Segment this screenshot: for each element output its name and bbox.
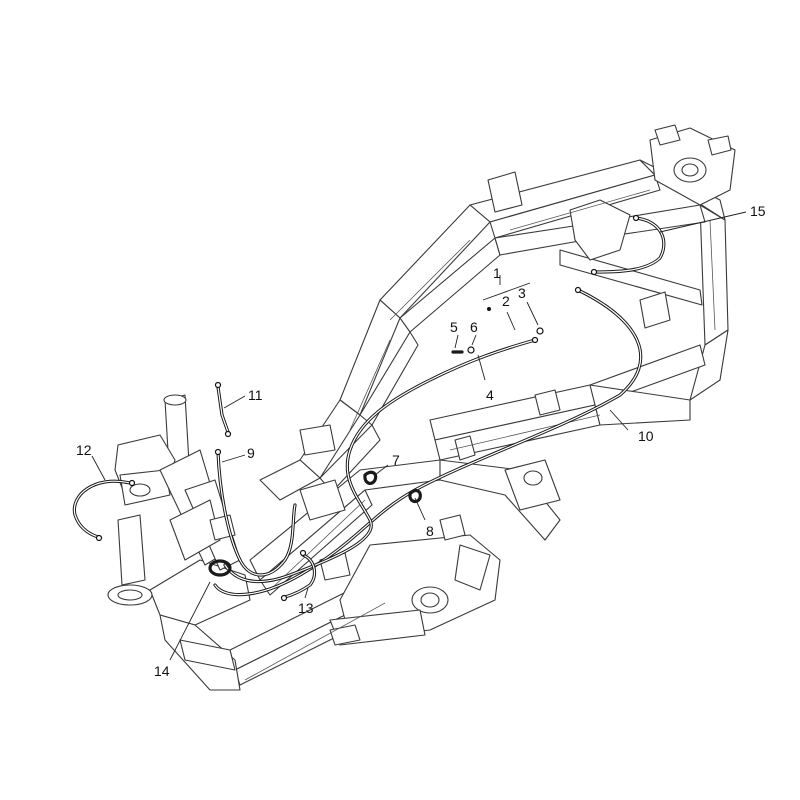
callout-14: 14 — [154, 663, 170, 679]
callout-6: 6 — [470, 319, 478, 335]
callout-8: 8 — [426, 523, 434, 539]
callout-1: 1 — [493, 265, 501, 281]
callout-2: 2 — [502, 293, 510, 309]
callout-10: 10 — [638, 428, 654, 444]
callout-9: 9 — [247, 445, 255, 461]
callout-7: 7 — [392, 452, 400, 468]
callout-labels: 1 2 3 4 5 6 7 8 9 10 11 12 13 14 15 — [76, 203, 766, 679]
callout-13: 13 — [298, 600, 314, 616]
callout-15: 15 — [750, 203, 766, 219]
callout-3: 3 — [518, 285, 526, 301]
callout-4: 4 — [486, 387, 494, 403]
leader-lines — [91, 211, 747, 661]
scooter-frame — [107, 124, 736, 691]
callout-12: 12 — [76, 442, 92, 458]
cables — [72, 214, 666, 602]
callout-11: 11 — [248, 387, 263, 403]
callout-5: 5 — [450, 319, 458, 335]
